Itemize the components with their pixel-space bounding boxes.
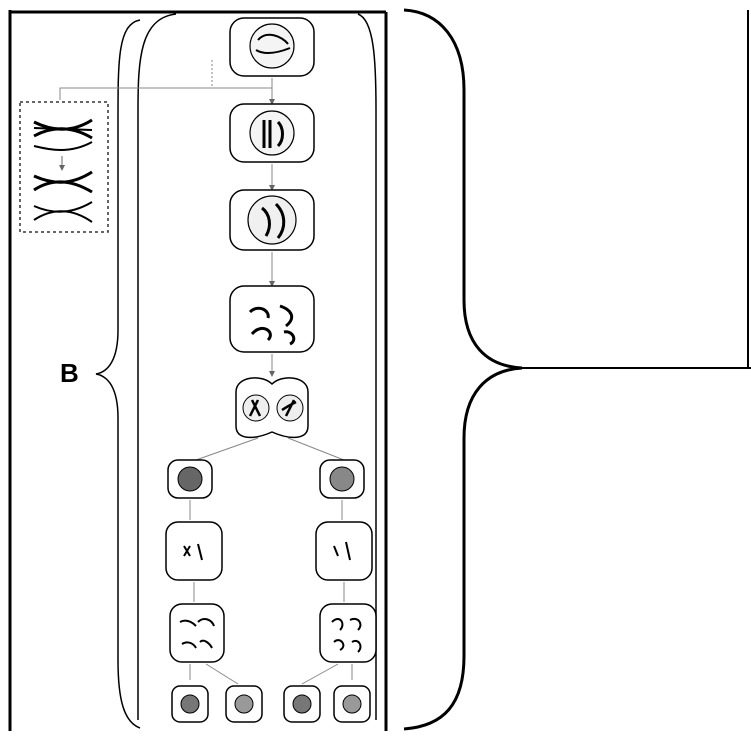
stage-7-left-cell [165,521,223,581]
label-b: B [60,358,79,388]
empty-box [522,10,751,369]
chromosome-icon [248,304,296,346]
stage-8-right-cell [319,603,377,663]
stage-8-left-cell [169,603,225,663]
chromosome-icon [262,120,284,148]
stage-column [165,17,377,723]
brace-b [95,19,141,729]
brace-right-top [403,8,523,370]
crossing-over-icon [33,118,93,223]
chromosome-icon [261,202,286,239]
brace-right-bottom [403,366,523,731]
gamete-row [171,685,371,723]
stage-5-cell [235,377,309,439]
stage-7-right-cell [315,521,373,581]
inner-frame [137,13,377,720]
stage-4-cell [229,285,315,353]
crossing-over-inset [19,101,109,233]
outer-frame [8,10,388,731]
chromosome-icon [255,33,291,55]
